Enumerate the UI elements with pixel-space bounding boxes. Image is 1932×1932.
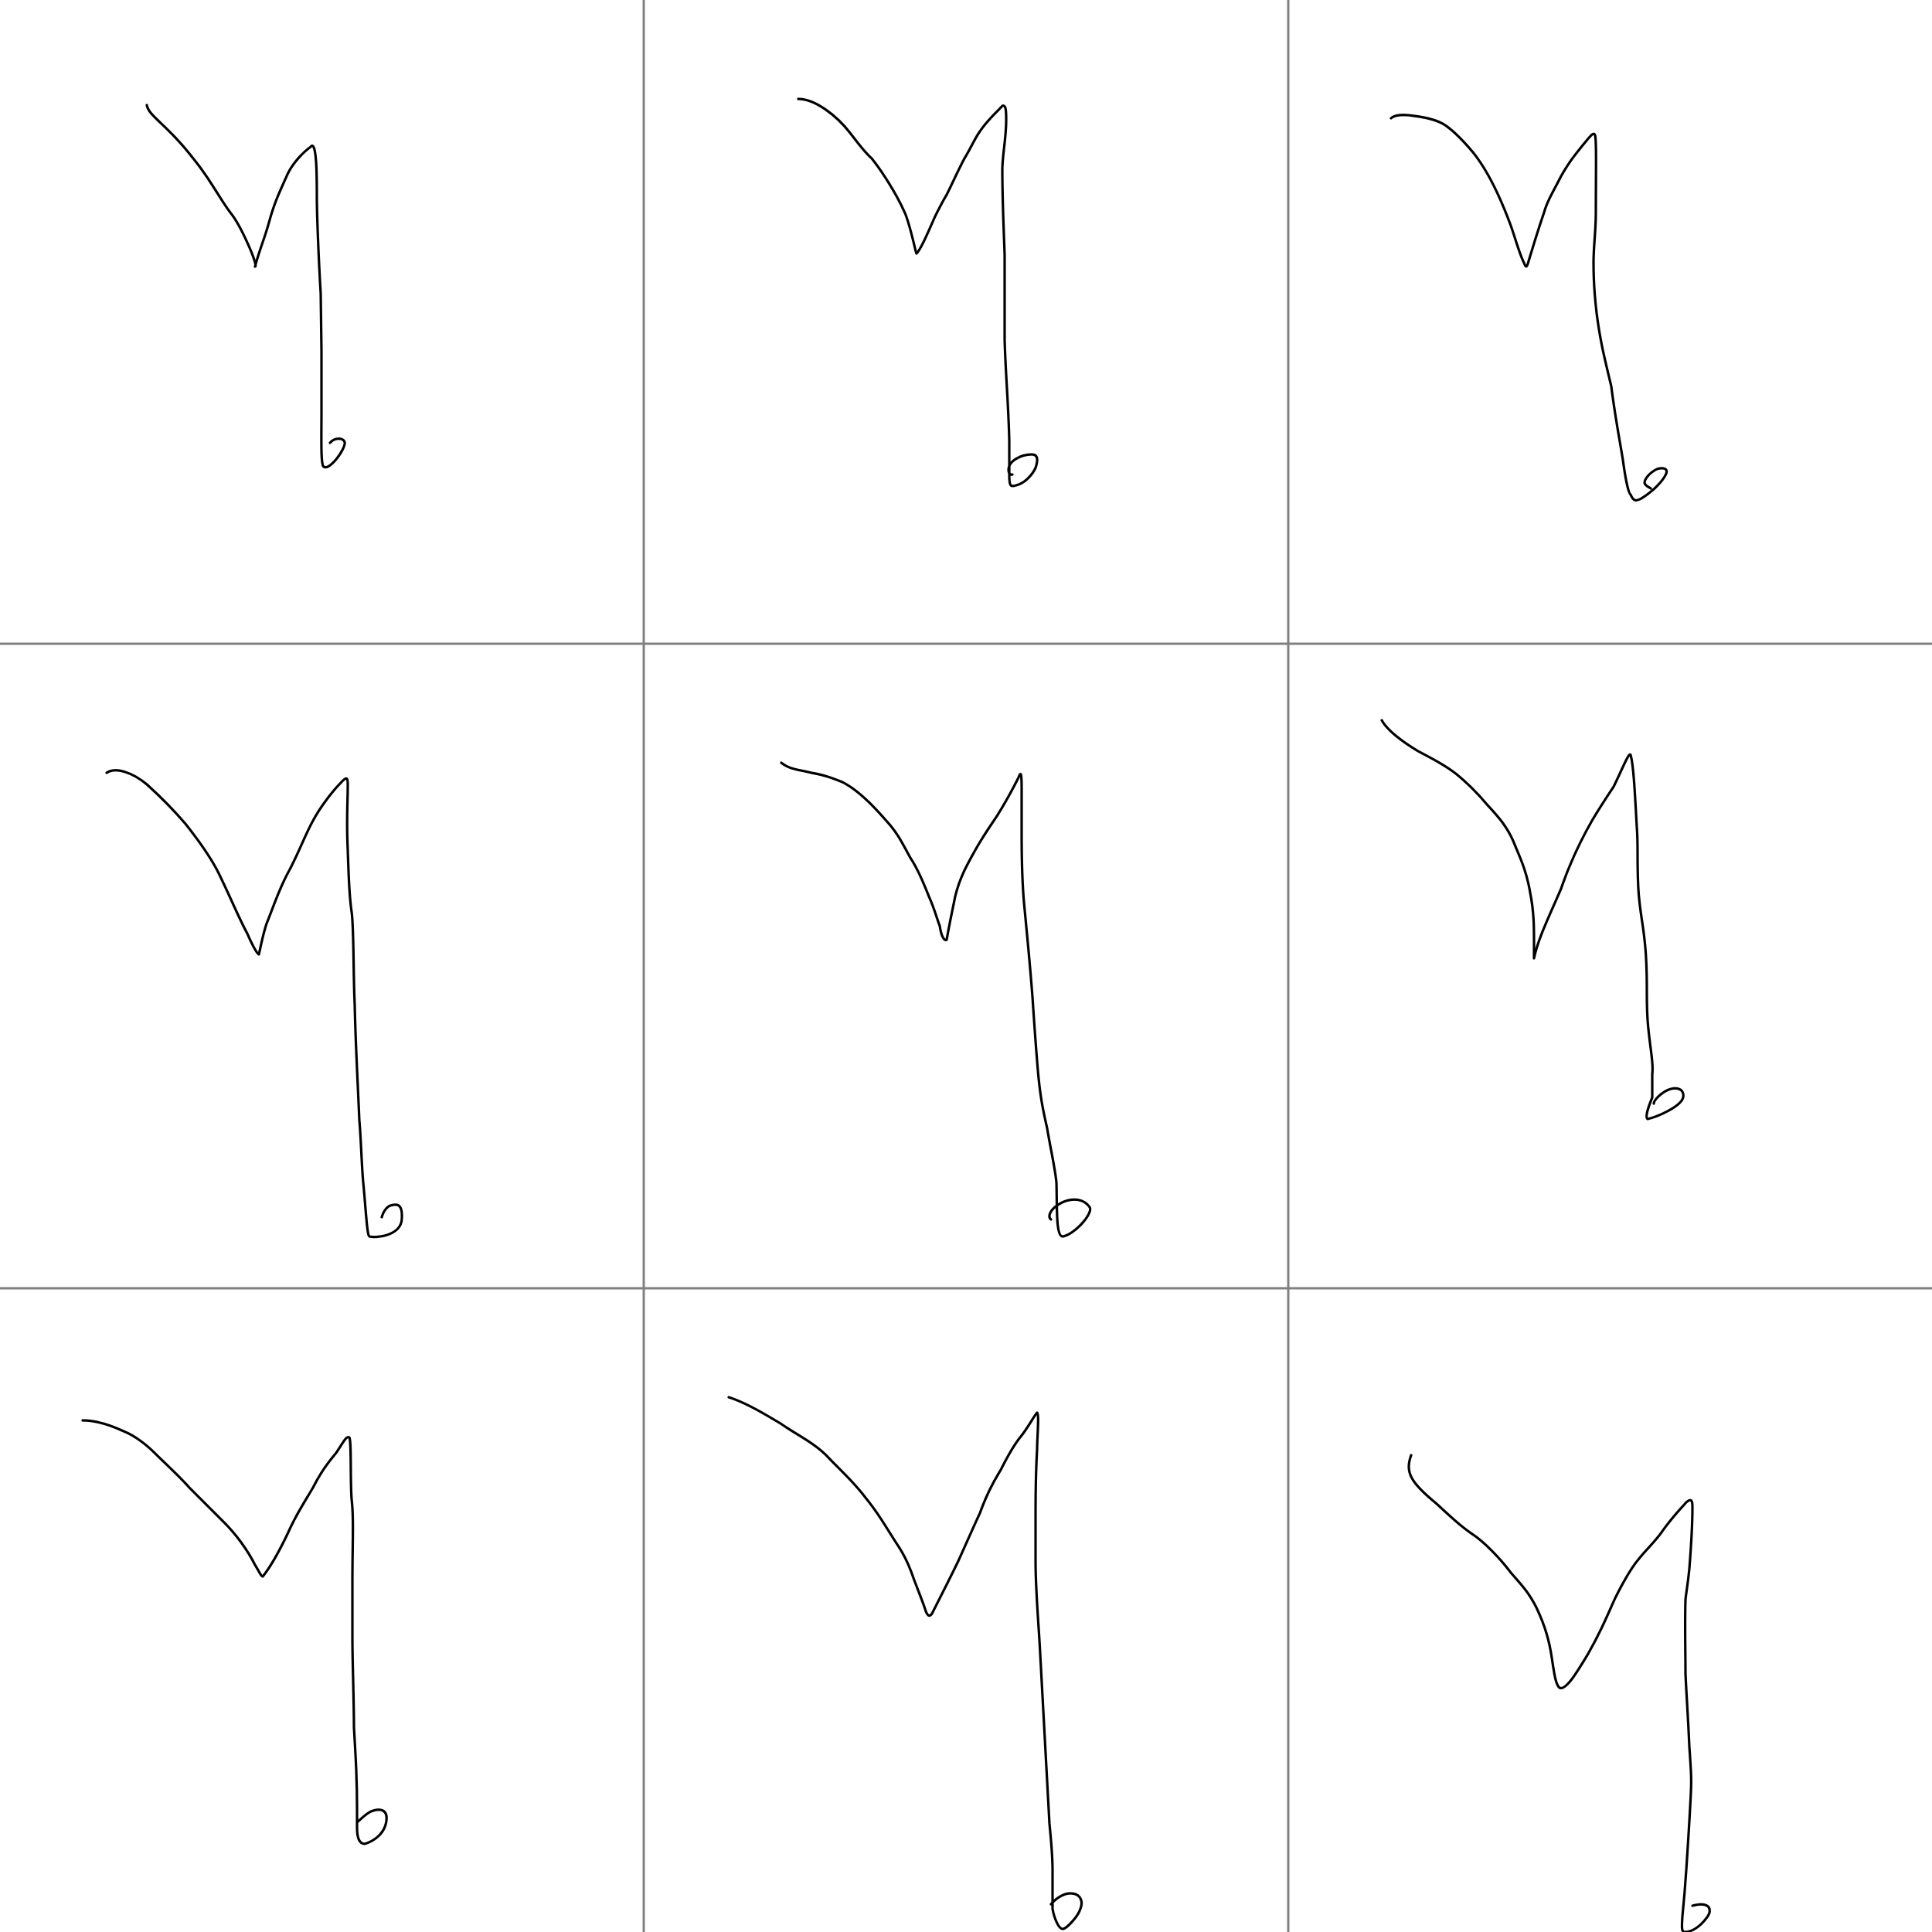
sketch-cell-r2-c2 xyxy=(780,761,1092,1238)
capricorn-glyph-icon xyxy=(780,761,1092,1238)
capricorn-glyph-icon xyxy=(797,97,1039,488)
capricorn-glyph-icon xyxy=(145,104,346,469)
sketch-cell-r1-c3 xyxy=(1389,114,1668,502)
sketch-cell-r2-c3 xyxy=(1380,719,1685,1121)
sketch-cell-r2-c1 xyxy=(105,769,403,1239)
sketch-cell-r3-c1 xyxy=(81,1419,388,1845)
capricorn-glyph-icon xyxy=(1407,1454,1711,1932)
capricorn-glyph-icon xyxy=(105,769,403,1239)
capricorn-glyph-icon xyxy=(727,1396,1083,1930)
capricorn-glyph-icon xyxy=(1380,719,1685,1121)
capricorn-glyph-icon xyxy=(1389,114,1668,502)
sketch-cell-r1-c2 xyxy=(797,97,1039,488)
sketch-cell-r1-c1 xyxy=(145,104,346,469)
sketch-cell-r3-c2 xyxy=(727,1396,1083,1930)
sketch-cell-r3-c3 xyxy=(1407,1454,1711,1932)
capricorn-glyph-icon xyxy=(81,1419,388,1845)
